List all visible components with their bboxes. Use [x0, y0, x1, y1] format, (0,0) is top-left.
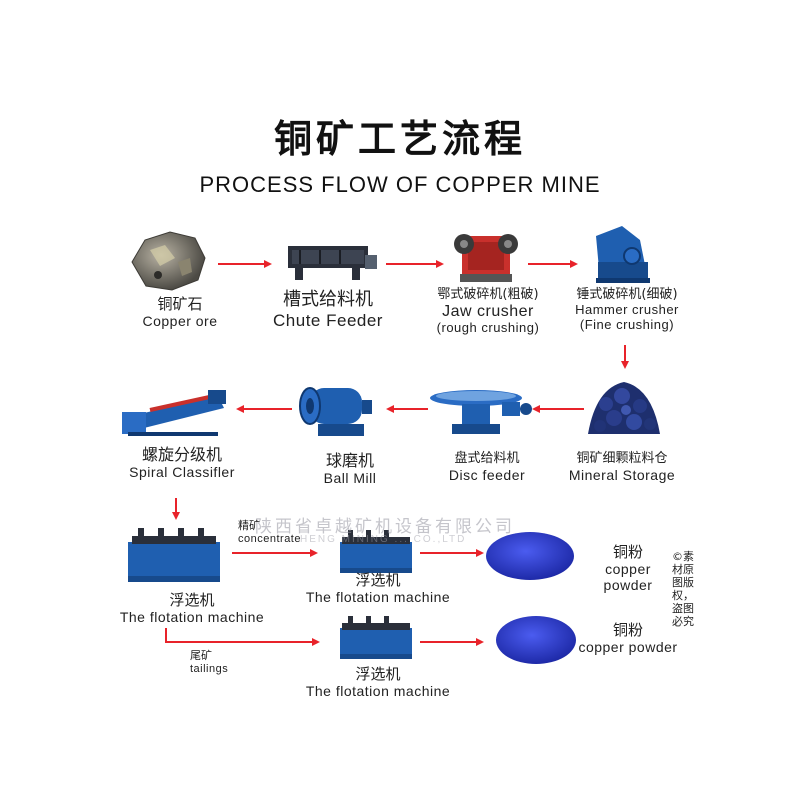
- label-hammer-crusher-cn: 锤式破碎机(细破): [576, 287, 678, 302]
- label-chute-feeder: 槽式给料机 Chute Feeder: [262, 289, 394, 330]
- spiral-classifier-image: [122, 390, 226, 436]
- label-spiral-classifier-en: Spiral Classifler: [129, 464, 235, 481]
- flotation-concentrate-image: [340, 530, 412, 573]
- label-powder-2-en: copper powder: [578, 639, 678, 656]
- label-copper-ore-en: Copper ore: [142, 313, 218, 330]
- label-powder-2-cn: 铜粉: [612, 621, 643, 639]
- label-powder-1-cn: 铜粉: [612, 543, 643, 561]
- label-chute-feeder-en: Chute Feeder: [273, 310, 383, 330]
- label-concentrate: 精矿 concentrate: [238, 519, 308, 545]
- label-jaw-crusher-cn: 鄂式破碎机(粗破): [437, 287, 539, 302]
- chute-feeder-image: [288, 246, 377, 280]
- copper-ore-image: [131, 231, 206, 291]
- label-concentrate-cn: 精矿: [238, 519, 260, 532]
- jaw-crusher-image: [454, 234, 518, 282]
- label-tailings-cn: 尾矿: [190, 649, 212, 662]
- label-ball-mill-cn: 球磨机: [325, 451, 374, 470]
- title-english: PROCESS FLOW OF COPPER MINE: [199, 172, 601, 197]
- copper-powder-image-2: [496, 616, 576, 664]
- label-spiral-classifier: 螺旋分级机 Spiral Classifler: [112, 445, 252, 481]
- hammer-crusher-image: [596, 226, 650, 283]
- disc-feeder-image: [430, 390, 532, 434]
- label-jaw-crusher-note: (rough crushing): [436, 320, 540, 336]
- label-flotation-concentrate: 浮选机 The flotation machine: [300, 571, 456, 606]
- label-copper-ore-cn: 铜矿石: [157, 295, 203, 313]
- label-tailings: 尾矿 tailings: [190, 649, 250, 675]
- label-disc-feeder-cn: 盘式给料机: [454, 451, 520, 466]
- label-flotation-tailings-en: The flotation machine: [305, 683, 451, 700]
- arrow-tailings: [165, 628, 320, 646]
- label-powder-1: 铜粉 copper powder: [580, 543, 676, 594]
- label-concentrate-en: concentrate: [238, 532, 301, 545]
- label-hammer-crusher-en: Hammer crusher: [575, 301, 679, 317]
- label-jaw-crusher-en: Jaw crusher: [442, 302, 534, 320]
- label-flotation-main: 浮选机 The flotation machine: [110, 591, 274, 626]
- label-spiral-classifier-cn: 螺旋分级机: [141, 445, 222, 464]
- flotation-main-image: [128, 528, 220, 582]
- label-mineral-storage: 铜矿细颗粒料仓 Mineral Storage: [562, 451, 682, 483]
- mineral-storage-image: [588, 382, 660, 434]
- label-flotation-tailings-cn: 浮选机: [355, 665, 401, 683]
- label-chute-feeder-cn: 槽式给料机: [283, 289, 373, 310]
- ball-mill-image: [299, 387, 372, 436]
- label-hammer-crusher-note: (Fine crushing): [579, 316, 675, 332]
- flotation-tailings-image: [340, 616, 412, 659]
- copper-powder-image-1: [486, 532, 574, 580]
- label-flotation-main-en: The flotation machine: [119, 609, 265, 626]
- label-powder-1-en: copper powder: [603, 561, 653, 594]
- label-powder-2: 铜粉 copper powder: [578, 621, 678, 656]
- label-mineral-storage-cn: 铜矿细颗粒料仓: [576, 451, 668, 466]
- label-jaw-crusher: 鄂式破碎机(粗破) Jaw crusher (rough crushing): [418, 287, 558, 336]
- label-tailings-en: tailings: [190, 662, 229, 675]
- label-mineral-storage-en: Mineral Storage: [568, 466, 676, 483]
- label-flotation-main-cn: 浮选机: [169, 591, 215, 609]
- label-disc-feeder: 盘式给料机 Disc feeder: [432, 451, 542, 483]
- label-disc-feeder-en: Disc feeder: [448, 466, 526, 483]
- label-flotation-tailings: 浮选机 The flotation machine: [300, 665, 456, 700]
- watermark-company-en: HENG MINING ... CO.,LTD: [300, 534, 467, 545]
- label-ball-mill-en: Ball Mill: [323, 470, 377, 487]
- label-flotation-concentrate-en: The flotation machine: [305, 589, 451, 606]
- label-hammer-crusher: 锤式破碎机(细破) Hammer crusher (Fine crushing): [560, 287, 694, 333]
- watermark-company: 陕西省卓越矿机设备有限公司: [255, 517, 515, 537]
- label-ball-mill: 球磨机 Ball Mill: [300, 451, 400, 487]
- label-copper-ore: 铜矿石 Copper ore: [130, 295, 230, 330]
- title-chinese: 铜矿工艺流程: [273, 117, 526, 161]
- label-flotation-concentrate-cn: 浮选机: [355, 571, 401, 589]
- copyright-notice: ©素材原图版权，盗图必究: [672, 550, 694, 628]
